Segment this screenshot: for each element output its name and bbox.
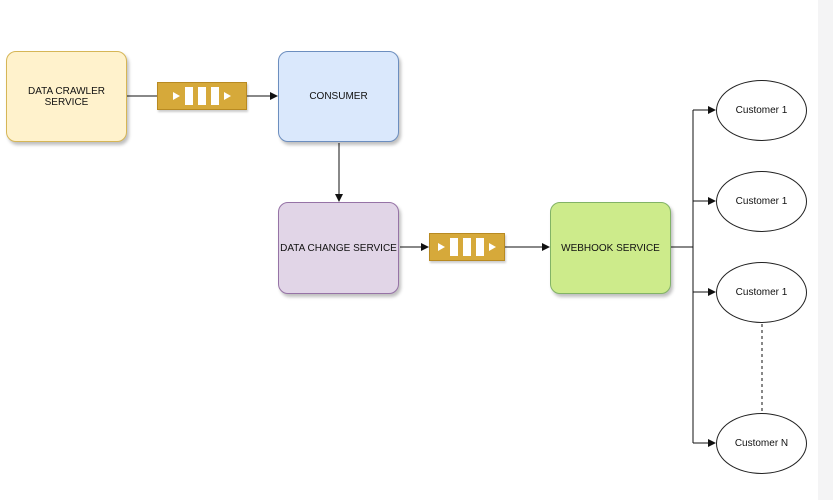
data-change-service-node: DATA CHANGE SERVICE	[278, 202, 399, 294]
window-edge-strip	[818, 0, 833, 500]
queue-arrow-icon	[224, 92, 231, 100]
customer-node-1: Customer 1	[716, 80, 807, 141]
customer-node-3: Customer 1	[716, 262, 807, 323]
customer-label: Customer N	[734, 438, 789, 449]
queue-arrow-icon	[489, 243, 496, 251]
message-queue-2	[429, 233, 505, 261]
queue-arrow-icon	[173, 92, 180, 100]
consumer-label: CONSUMER	[309, 91, 368, 102]
data-change-service-label: DATA CHANGE SERVICE	[280, 242, 397, 254]
data-crawler-service-node: DATA CRAWLER SERVICE	[6, 51, 127, 142]
message-queue-1	[157, 82, 247, 110]
customer-node-2: Customer 1	[716, 171, 807, 232]
data-crawler-service-label: DATA CRAWLER SERVICE	[27, 85, 106, 108]
queue-arrow-icon	[438, 243, 445, 251]
customer-label: Customer 1	[735, 196, 788, 207]
webhook-service-node: WEBHOOK SERVICE	[550, 202, 671, 294]
customer-label: Customer 1	[735, 287, 788, 298]
customer-node-n: Customer N	[716, 413, 807, 474]
customer-label: Customer 1	[735, 105, 788, 116]
consumer-node: CONSUMER	[278, 51, 399, 142]
webhook-service-label: WEBHOOK SERVICE	[561, 242, 660, 254]
